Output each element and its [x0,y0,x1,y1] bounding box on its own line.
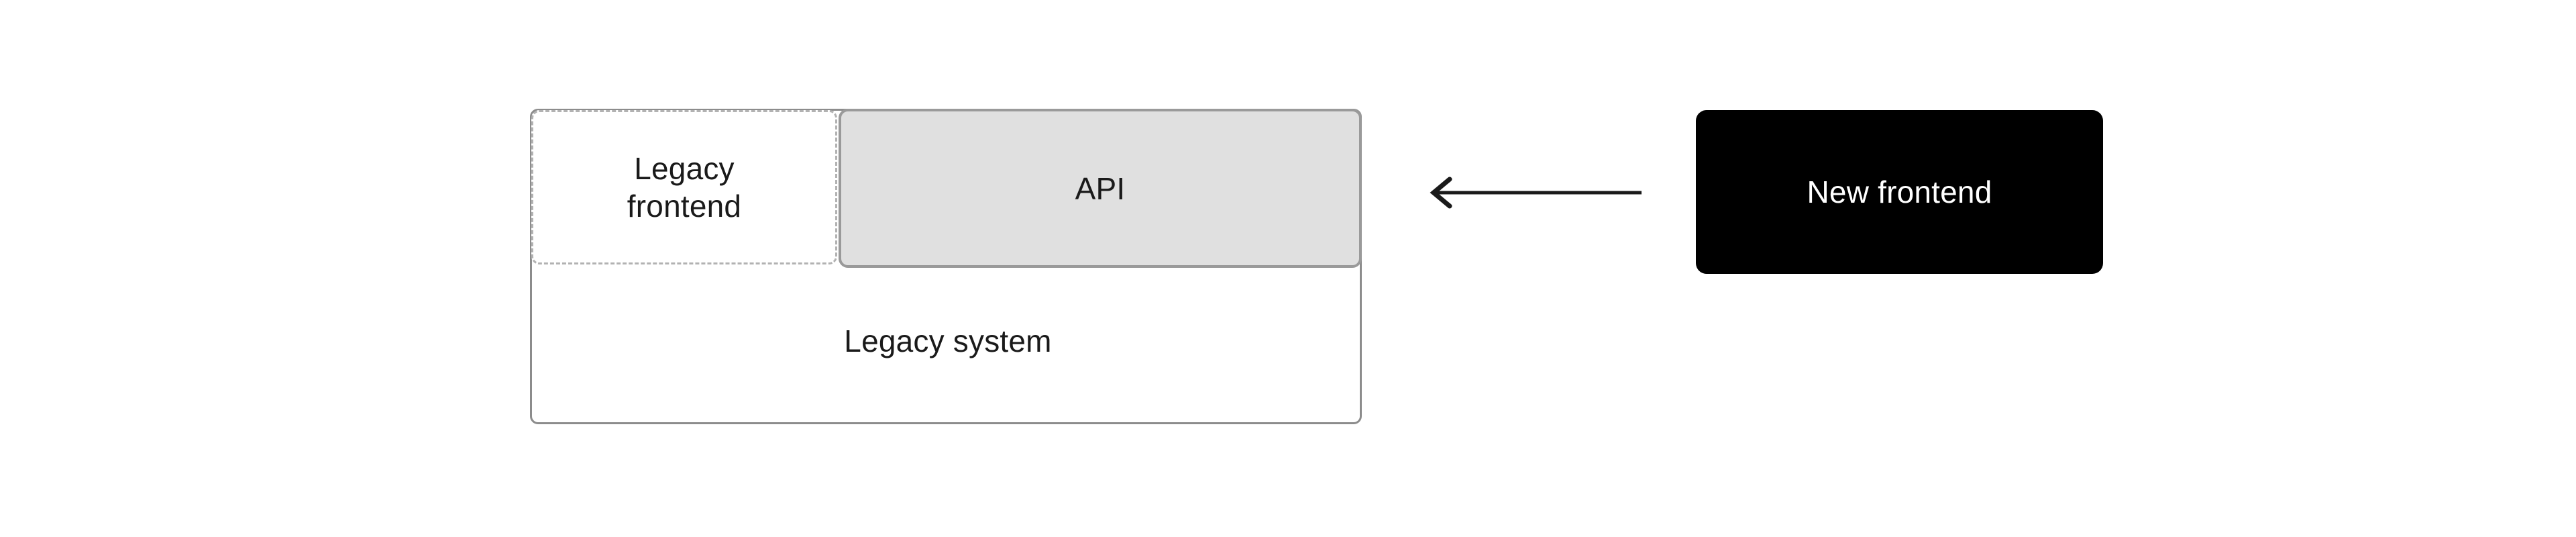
api-label: API [1075,170,1126,206]
new-frontend-label: New frontend [1807,175,1992,209]
legacy-frontend-label: Legacy frontend [627,151,742,224]
arrow-new-frontend-to-api [1426,171,1647,214]
legacy-system-label: Legacy system [844,324,1052,358]
arrow-left-icon [1430,177,1642,209]
api-node[interactable]: API [839,109,1362,268]
legacy-frontend-node[interactable]: Legacy frontend [531,110,837,264]
new-frontend-node[interactable]: New frontend [1696,110,2103,274]
